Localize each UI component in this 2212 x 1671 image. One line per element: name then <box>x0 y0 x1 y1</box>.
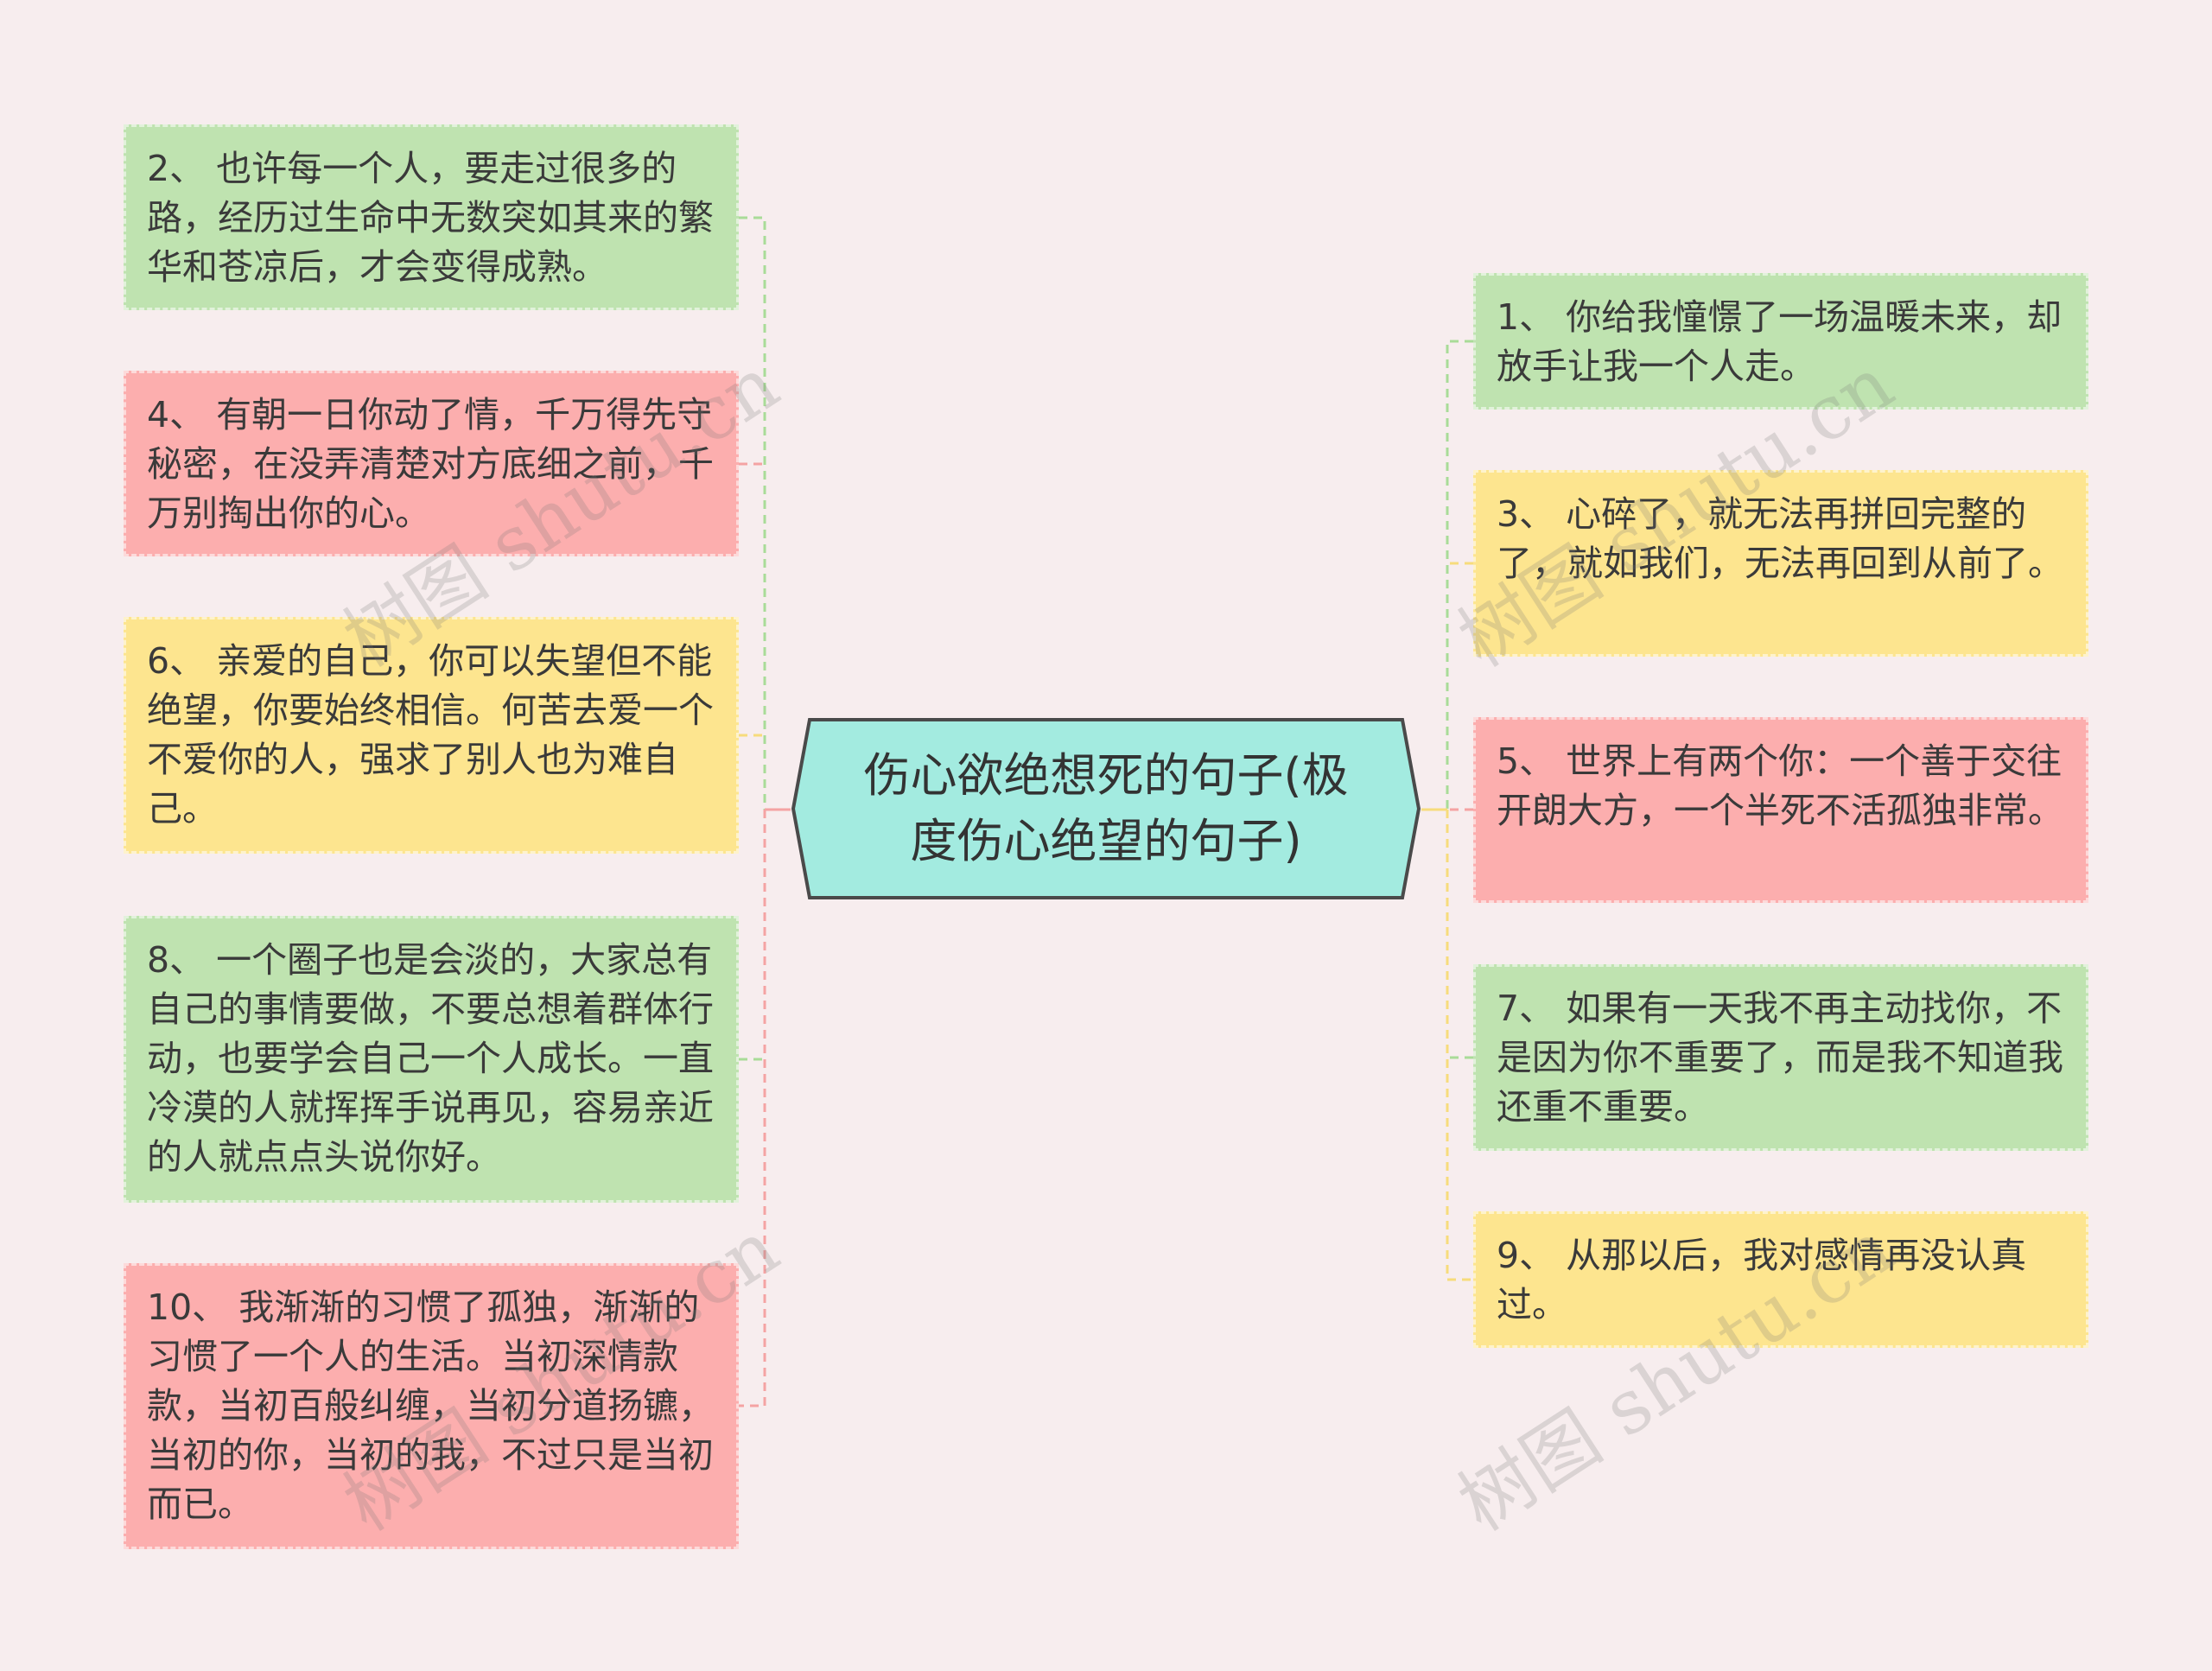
connector-left-5 <box>739 810 766 1407</box>
topic-node-3[interactable]: 3、 心碎了，就无法再拼回完整的了，就如我们，无法再回到从前了。 <box>1473 470 2088 657</box>
topic-node-1-label: 1、 你给我憧憬了一场温暖未来，却放手让我一个人走。 <box>1497 296 2063 387</box>
topic-node-10[interactable]: 10、 我渐渐的习惯了孤独，渐渐的习惯了一个人的生活。当初深情款款，当初百般纠缠… <box>124 1263 739 1549</box>
topic-node-2-label: 2、 也许每一个人，要走过很多的路，经历过生命中无数突如其来的繁华和苍凉后，才会… <box>147 148 714 288</box>
topic-node-10-label: 10、 我渐渐的习惯了孤独，渐渐的习惯了一个人的生活。当初深情款款，当初百般纠缠… <box>147 1287 714 1525</box>
topic-node-4[interactable]: 4、 有朝一日你动了情，千万得先守秘密，在没弄清楚对方底细之前，千万别掏出你的心… <box>124 371 739 556</box>
topic-node-8-label: 8、 一个圈子也是会淡的，大家总有自己的事情要做，不要总想着群体行动，也要学会自… <box>147 939 714 1178</box>
topic-node-7[interactable]: 7、 如果有一天我不再主动找你，不是因为你不重要了，而是我不知道我还重不重要。 <box>1473 964 2088 1151</box>
topic-node-1[interactable]: 1、 你给我憧憬了一场温暖未来，却放手让我一个人走。 <box>1473 273 2088 410</box>
center-topic-shape <box>791 718 1421 899</box>
topic-node-3-label: 3、 心碎了，就无法再拼回完整的了，就如我们，无法再回到从前了。 <box>1497 493 2063 584</box>
topic-node-6-label: 6、 亲爱的自己，你可以失望但不能绝望，你要始终相信。何苦去爱一个不爱你的人，强… <box>147 640 714 829</box>
topic-node-9-label: 9、 从那以后，我对感情再没认真过。 <box>1497 1235 2027 1325</box>
topic-node-5[interactable]: 5、 世界上有两个你：一个善于交往开朗大方，一个半死不活孤独非常。 <box>1473 717 2088 903</box>
connector-right-1 <box>1446 340 1473 810</box>
topic-node-2[interactable]: 2、 也许每一个人，要走过很多的路，经历过生命中无数突如其来的繁华和苍凉后，才会… <box>124 124 739 310</box>
topic-node-7-label: 7、 如果有一天我不再主动找你，不是因为你不重要了，而是我不知道我还重不重要。 <box>1497 988 2063 1128</box>
center-topic[interactable]: 伤心欲绝想死的句子(极度伤心绝望的句子) <box>791 717 1421 900</box>
topic-node-6[interactable]: 6、 亲爱的自己，你可以失望但不能绝望，你要始终相信。何苦去爱一个不爱你的人，强… <box>124 617 739 854</box>
connector-left-1 <box>739 216 766 810</box>
topic-node-5-label: 5、 世界上有两个你：一个善于交往开朗大方，一个半死不活孤独非常。 <box>1497 740 2063 831</box>
topic-node-9[interactable]: 9、 从那以后，我对感情再没认真过。 <box>1473 1211 2088 1348</box>
topic-node-4-label: 4、 有朝一日你动了情，千万得先守秘密，在没弄清楚对方底细之前，千万别掏出你的心… <box>147 394 714 534</box>
center-topic-label: 伤心欲绝想死的句子(极度伤心绝望的句子) <box>863 748 1349 868</box>
connector-right-5 <box>1446 810 1473 1281</box>
topic-node-8[interactable]: 8、 一个圈子也是会淡的，大家总有自己的事情要做，不要总想着群体行动，也要学会自… <box>124 916 739 1203</box>
